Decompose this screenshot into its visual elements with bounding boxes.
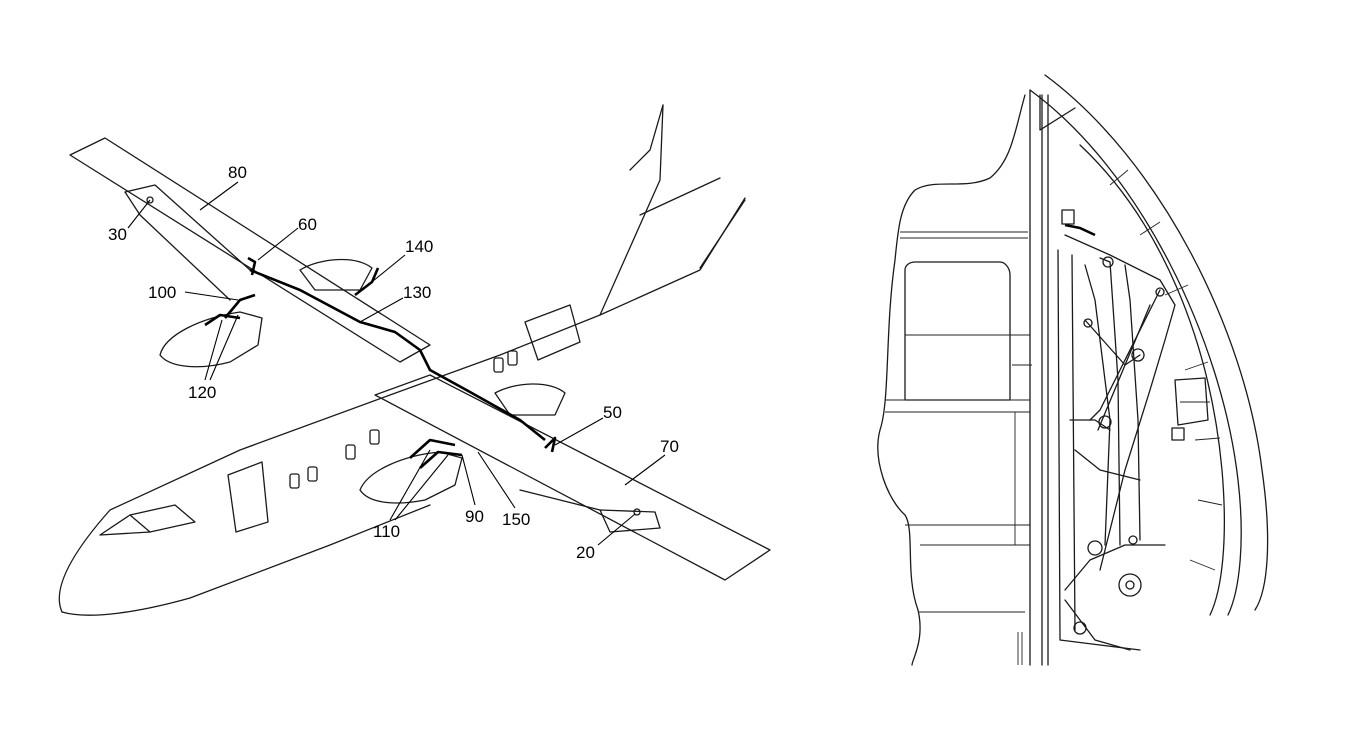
label-130: 130	[403, 283, 431, 302]
label-90: 90	[465, 507, 484, 526]
door-linkage	[1064, 234, 1176, 571]
cabin-windows	[289, 350, 518, 489]
label-80: 80	[228, 163, 247, 182]
label-140: 140	[405, 237, 433, 256]
aircraft-drawing	[58, 104, 771, 616]
cabin-window	[904, 261, 1011, 401]
label-60: 60	[298, 215, 317, 234]
vertical-fin	[629, 104, 664, 171]
fuselage-outline	[58, 197, 746, 613]
fuselage-skin-outer	[1044, 74, 1269, 611]
left-wing	[69, 137, 431, 363]
label-30: 30	[108, 225, 127, 244]
label-70: 70	[660, 437, 679, 456]
left-engine-nacelle	[159, 311, 263, 368]
fuselage-lower	[61, 504, 431, 616]
passenger-door	[227, 461, 269, 533]
pivot-points	[1073, 256, 1165, 635]
right-engine-nacelle	[359, 451, 463, 504]
label-50: 50	[603, 403, 622, 422]
label-120: 120	[188, 383, 216, 402]
hinge-fitting	[1064, 223, 1096, 237]
cabin-cutaway	[877, 94, 1026, 666]
label-110: 110	[373, 522, 400, 541]
label-150: 150	[502, 510, 530, 529]
door-handle	[1174, 377, 1209, 426]
right-wing	[374, 374, 771, 581]
door-mechanism-drawing	[877, 74, 1269, 666]
reference-labels: 80 30 60 140 100 130 120 50 70 90 150 11…	[108, 163, 679, 562]
wiring-130	[249, 268, 546, 442]
cockpit-window	[99, 504, 196, 536]
label-100: 100	[148, 283, 176, 302]
label-20: 20	[576, 543, 595, 562]
